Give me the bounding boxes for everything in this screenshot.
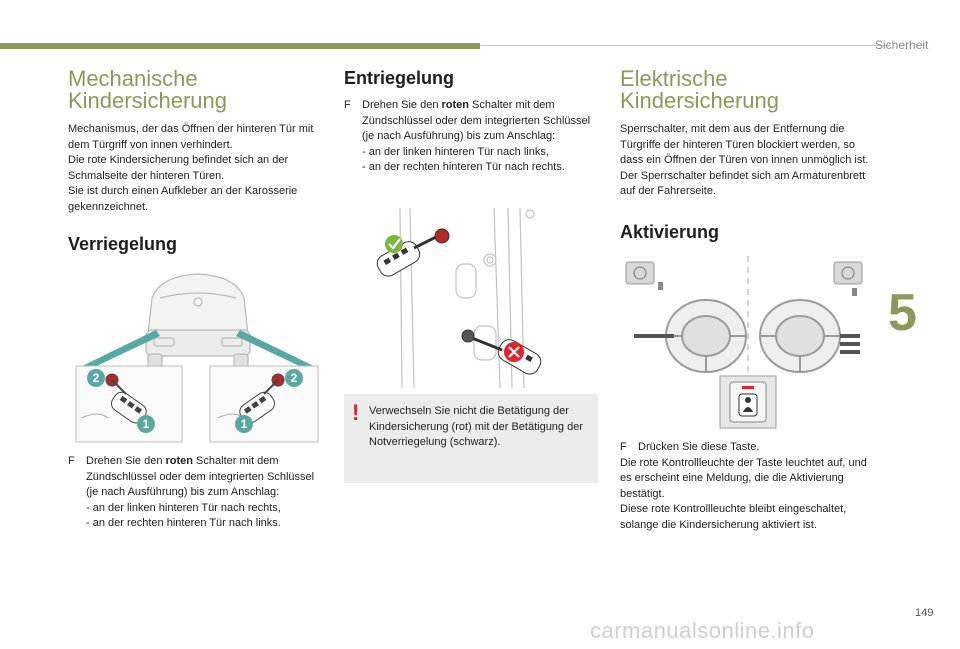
bullet-icon: F: [68, 455, 75, 467]
verriegelung-illustration: 2 1 2 1: [68, 268, 330, 446]
col1-bullet: F Drehen Sie den roten Schalter mit dem Z…: [68, 454, 326, 501]
page-number: 149: [915, 607, 934, 619]
watermark: carmanualsonline.info: [590, 618, 815, 643]
col2-bullet: F Drehen Sie den roten Schalter mit dem Z…: [344, 98, 598, 145]
col2-instructions: F Drehen Sie den roten Schalter mit dem Z…: [344, 98, 598, 176]
col1-intro: Mechanismus, der das Öffnen der hinteren…: [68, 122, 326, 215]
col3-bullet-text: Drücken Sie diese Taste.: [638, 441, 760, 453]
col3-para4: Diese rote Kontrollleuchte bleibt einges…: [620, 503, 847, 531]
col3-intro: Sperrschalter, mit dem aus der Entfernun…: [620, 122, 876, 200]
warning-text: Verwechseln Sie nicht die Betätigung der…: [369, 405, 583, 448]
col1-bullet-post: Schalter mit dem Zündschlüssel oder dem …: [86, 455, 315, 498]
col3-title-line2: Kindersicherung: [620, 88, 779, 113]
header-accent-bar: [0, 43, 480, 49]
col3-para1: Sperrschalter, mit dem aus der Entfernun…: [620, 123, 869, 166]
col2-bullet-pre: Drehen Sie den: [362, 99, 442, 111]
col1-subtitle: Verriegelung: [68, 234, 178, 254]
warning-icon: !: [352, 400, 360, 425]
col2-title: Entriegelung: [344, 68, 455, 88]
section-label: Sicherheit: [875, 38, 929, 52]
badge-1-right: 1: [241, 417, 248, 431]
col3-para2: Der Sperrschalter befindet sich am Armat…: [620, 169, 866, 198]
col1-para3: Sie ist durch einen Aufkleber an der Kar…: [68, 185, 298, 213]
col1-title-line2: Kindersicherung: [68, 88, 227, 113]
badge-2-left: 2: [93, 371, 100, 385]
col3-para3: Die rote Kontrollleuchte der Taste leuch…: [620, 456, 867, 500]
bullet-icon: F: [620, 441, 627, 453]
col1-title: Mechanische Kindersicherung: [68, 68, 227, 112]
col1-para2: Die rote Kindersicherung befindet sich a…: [68, 154, 289, 182]
badge-2-right: 2: [291, 371, 298, 385]
badge-1-left: 1: [143, 417, 150, 431]
col2-bullet-post: Schalter mit dem Zündschlüssel oder dem …: [362, 99, 591, 142]
bullet-icon: F: [344, 99, 351, 111]
col2-sub1: - an der linken hinteren Tür nach links,: [362, 145, 549, 158]
col1-bullet-bold: roten: [165, 455, 194, 467]
col1-para1: Mechanismus, der das Öffnen der hinteren…: [68, 123, 314, 151]
col1-instructions: F Drehen Sie den roten Schalter mit dem Z…: [68, 454, 326, 532]
chapter-number: 5: [888, 284, 917, 342]
col1-sub1: - an der linken hinteren Tür nach rechts…: [86, 501, 281, 514]
col1-sub2: - an der rechten hinteren Tür nach links…: [86, 517, 281, 529]
col3-title: Elektrische Kindersicherung: [620, 68, 779, 112]
col1-bullet-pre: Drehen Sie den: [86, 455, 166, 467]
col3-instructions: F Drücken Sie diese Taste. Die rote Kontr…: [620, 440, 876, 533]
aktivierung-illustration: [620, 252, 876, 432]
col3-subtitle: Aktivierung: [620, 222, 720, 242]
col3-bullet: F Drücken Sie diese Taste.: [620, 440, 876, 456]
warning-box: [344, 394, 598, 483]
col2-sub2: - an der rechten hinteren Tür nach recht…: [362, 161, 565, 173]
col1-title-line1: Mechanische: [68, 66, 198, 91]
col2-bullet-bold: roten: [441, 99, 470, 111]
header-divider: [480, 45, 890, 46]
entriegelung-illustration: [344, 206, 598, 390]
col3-title-line1: Elektrische: [620, 66, 728, 91]
